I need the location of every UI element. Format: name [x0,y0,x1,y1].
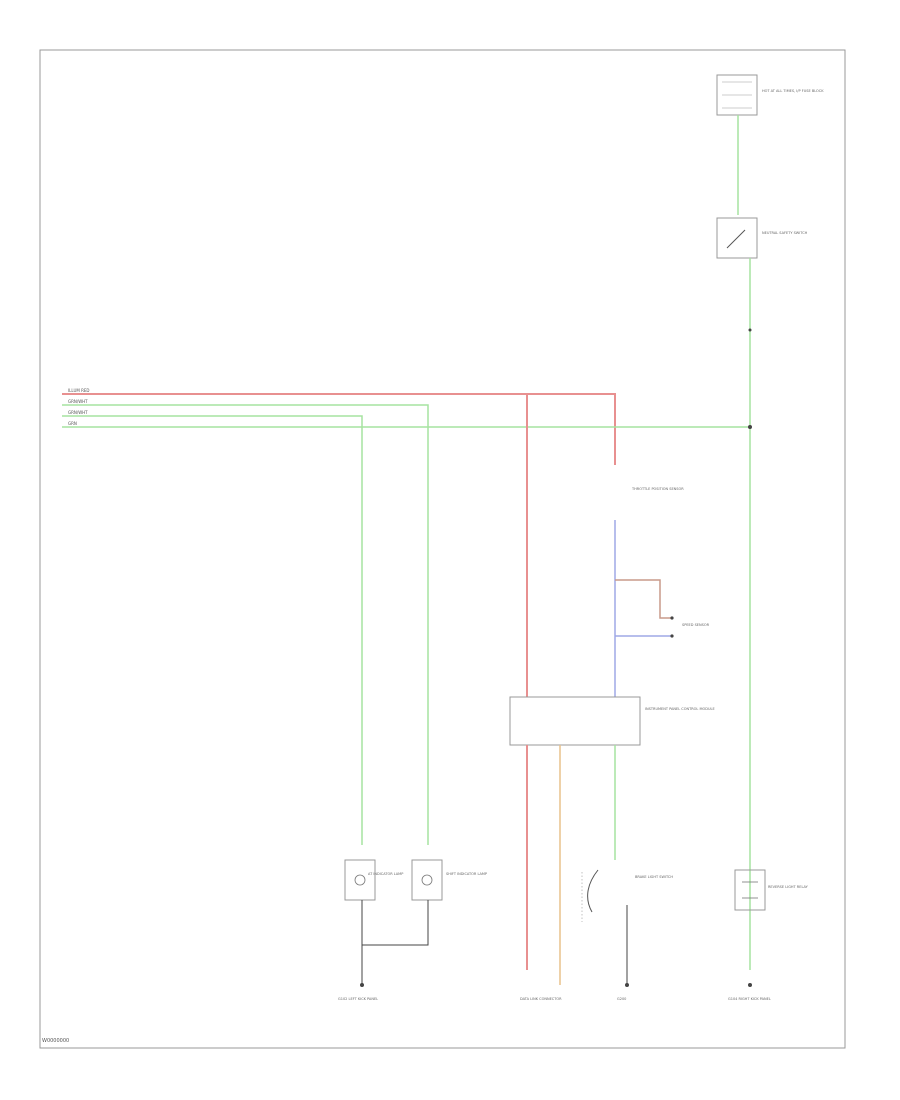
top-switch-label: NEUTRAL SAFETY SWITCH [762,231,808,235]
ground-label-4: G104 RIGHT KICK PANEL [728,997,771,1001]
splice-dot [748,425,752,429]
diagram-code: W0000000 [42,1038,70,1044]
bus-label-4: GRN [68,421,77,426]
ground-label-2: DATA LINK CONNECTOR [520,997,562,1001]
main-ecu-box [509,696,641,746]
splice-dot [748,328,752,332]
connector-dot [670,634,674,638]
top-fuse-box [716,74,758,116]
lamp-icon [421,874,433,886]
switch-contact [726,229,746,249]
main-ecu-label: INSTRUMENT PANEL CONTROL MODULE [645,707,715,711]
left-lamp-1-label: AT INDICATOR LAMP [368,872,403,876]
wire-lamps-ground [361,900,429,985]
wire-brown [615,579,672,619]
left-lamp-2 [411,859,443,901]
bus-wire-red [62,393,616,465]
ground-symbol [625,983,629,987]
left-lamp-2-label: SHIFT INDICATOR LAMP [446,872,487,876]
brake-switch-contact [587,869,599,913]
mid-module-label: THROTTLE POSITION SENSOR [631,487,684,491]
bus-wire-grn-wht-2 [62,415,363,845]
bus-label-2: GRN/WHT [68,399,88,404]
right-relay [734,869,766,911]
ground-symbol [748,983,752,987]
ground-symbol [360,983,364,987]
left-lamp-1 [344,859,376,901]
brake-switch-label: BRAKE LIGHT SWITCH [635,875,673,879]
side-sensor-label: SPEED SENSOR [682,623,710,627]
lamp-icon [354,874,366,886]
bus-label-1: ILLUM RED [68,388,89,393]
connector-dot [670,616,674,620]
bus-label-3: GRN/WHT [68,410,88,415]
top-fuse-box-label: HOT AT ALL TIMES, I/P FUSE BLOCK [762,89,824,93]
ground-label-1: G102 LEFT KICK PANEL [338,997,378,1001]
ground-label-3: G200 [617,997,626,1001]
right-relay-label: REVERSE LIGHT RELAY [768,885,809,889]
top-switch [716,217,758,259]
bus-wire-grn-wht-1 [62,404,429,845]
diagram-frame [39,49,846,1049]
